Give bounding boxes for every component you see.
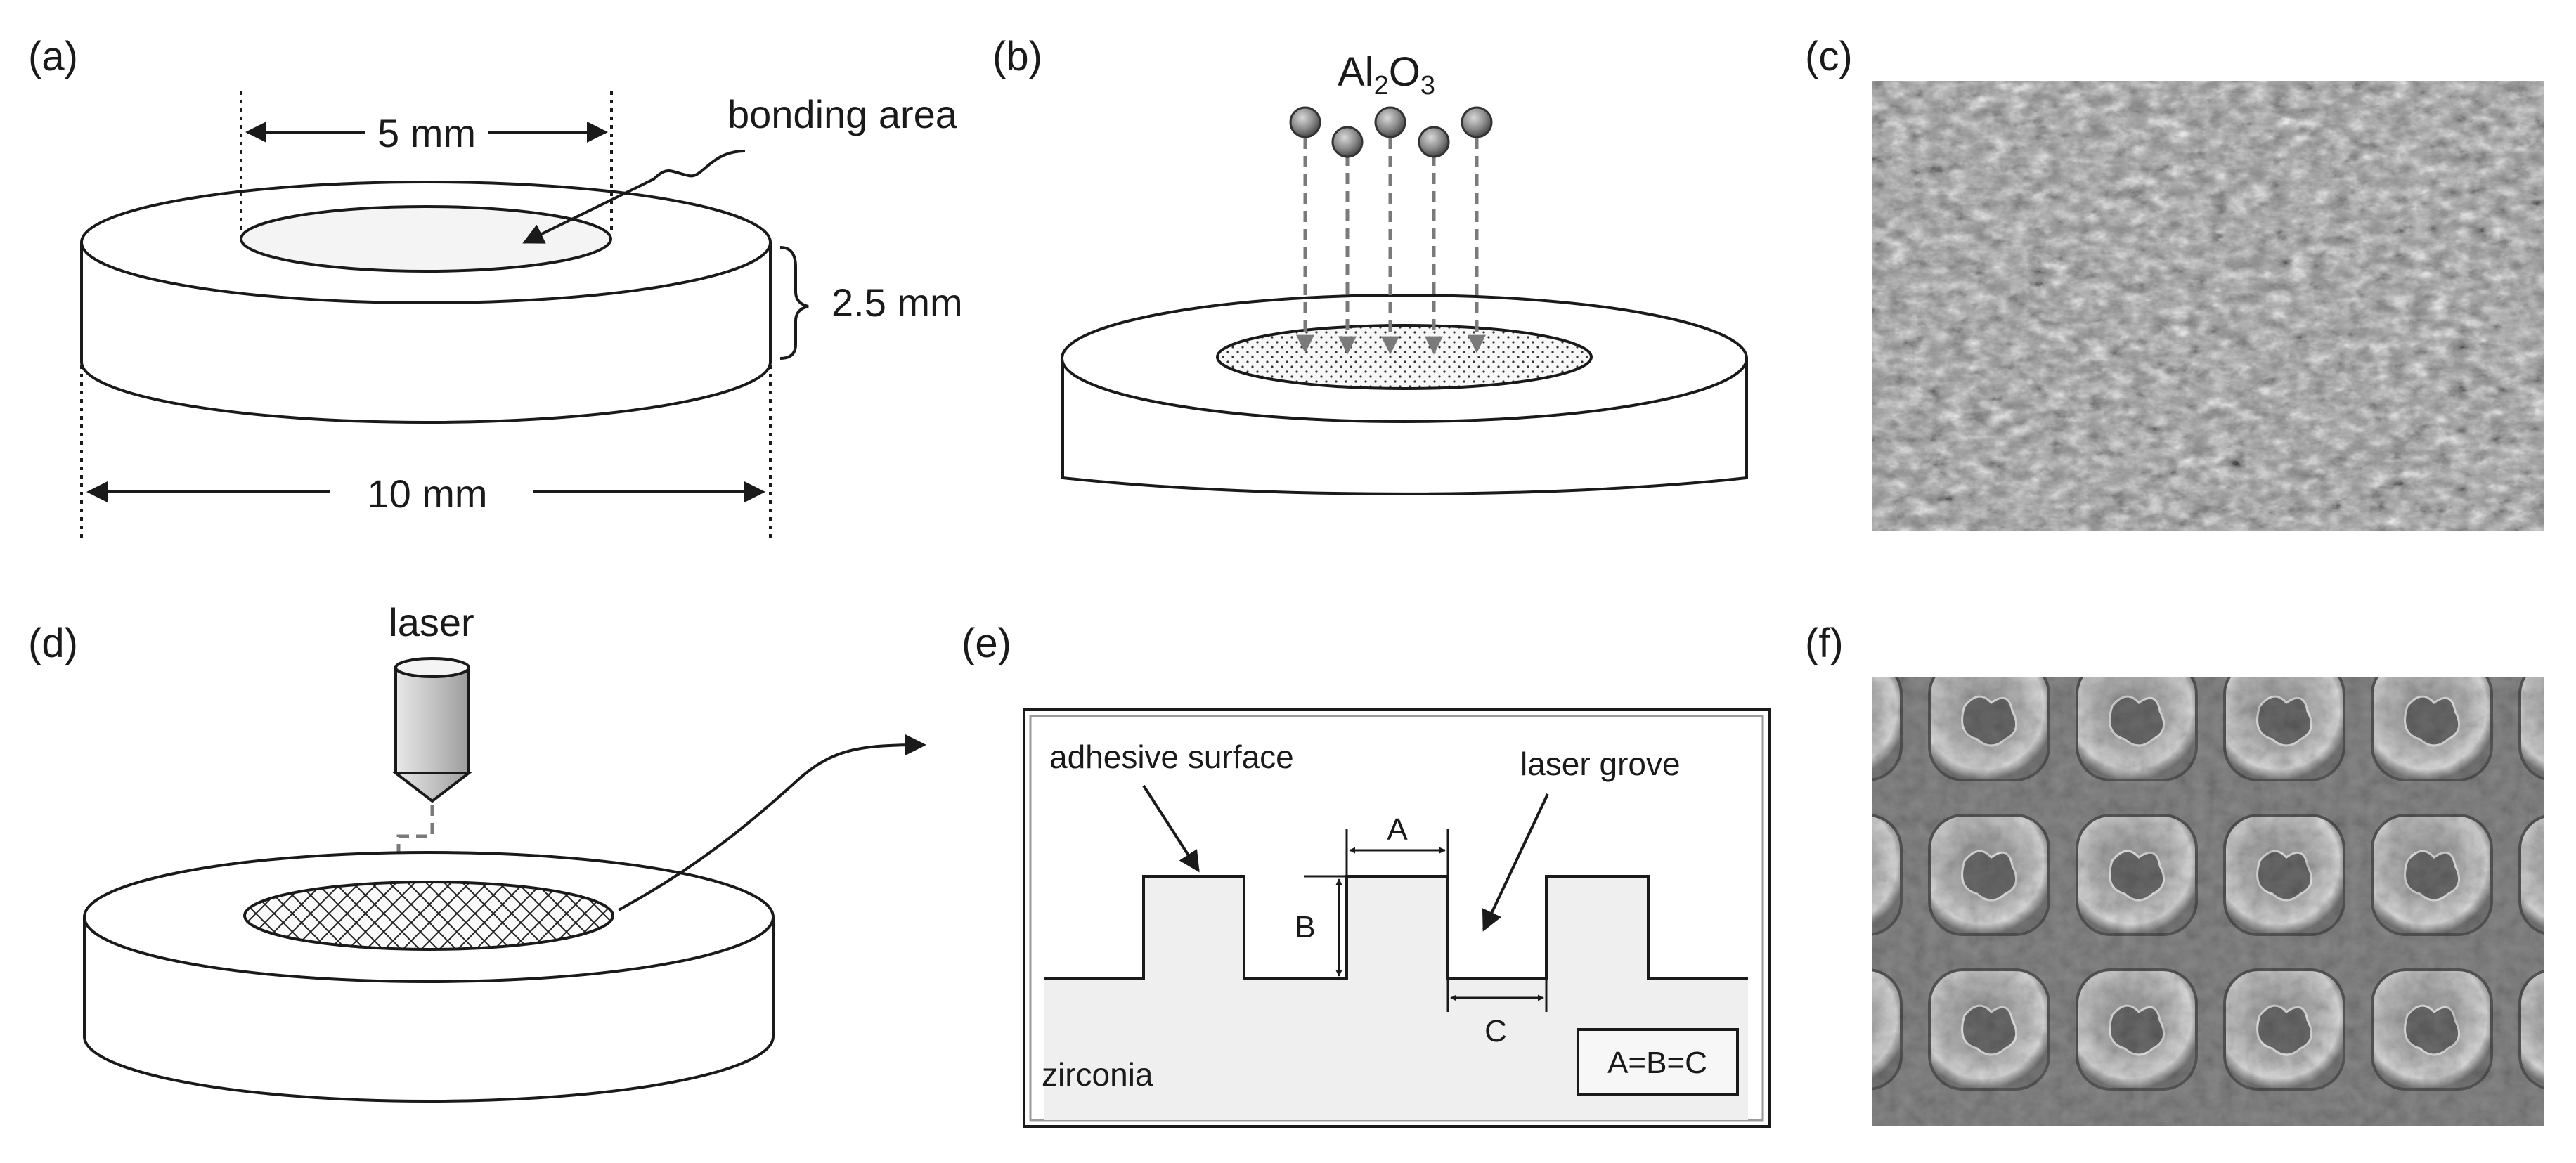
laser-nozzle-tip: [391, 772, 473, 803]
panel-e: (e) adhesive surface laser grove A B C z…: [962, 621, 1771, 1128]
equation-text: A=B=C: [1607, 1046, 1707, 1080]
adhesive-surface-leader: [1142, 784, 1200, 873]
sem-bump-crater: [1815, 696, 1869, 746]
laser-groove-leader: [1482, 793, 1549, 932]
panel-a-label: (a): [28, 34, 78, 79]
panel-a: (a) 5 mm bonding area 2.5 mm 10 mm: [28, 34, 963, 538]
panel-c: (c): [1805, 34, 2544, 531]
panel-d: (d) laser: [28, 600, 926, 1103]
laser-nozzle-body: [394, 666, 470, 774]
sem-bump-crater: [2553, 696, 2576, 746]
zirconia-label: zirconia: [1042, 1056, 1153, 1093]
sem-bump-crater: [1815, 851, 1869, 900]
bonding-area-ellipse: [240, 205, 612, 273]
sem-bump-crater: [2553, 851, 2576, 900]
equation-box: [1577, 1028, 1739, 1096]
al2o3-mid: O: [1389, 49, 1420, 95]
al2o3-sub1: 2: [1374, 71, 1389, 100]
al2o3-particle: [1331, 126, 1364, 158]
zirconia-profile: [1044, 876, 1748, 1120]
laser-textured-area: [243, 881, 614, 951]
dim-5mm-text: 5 mm: [377, 111, 476, 155]
sandblasted-area: [1216, 324, 1593, 390]
sem-bump-crater: [2553, 1006, 2576, 1055]
al2o3-sub2: 3: [1420, 71, 1435, 100]
dim-10mm-text: 10 mm: [367, 472, 487, 516]
al2o3-particle: [1289, 106, 1321, 138]
dim-a-text: A: [1387, 812, 1408, 847]
zirconia-profile-line: [1044, 875, 1748, 980]
dim-c-text: C: [1484, 1014, 1507, 1048]
al2o3-particle: [1418, 126, 1450, 158]
al2o3-label: Al2O3: [1338, 49, 1435, 100]
laser-nozzle-top: [394, 657, 470, 678]
dim-b-text: B: [1295, 910, 1315, 944]
bonding-area-leader: [522, 150, 746, 244]
laser-label: laser: [389, 600, 474, 644]
thickness-text: 2.5 mm: [831, 280, 963, 325]
panel-c-label: (c): [1805, 34, 1853, 79]
panel-b: (b) Al2O3: [992, 34, 1748, 495]
adhesive-surface-label: adhesive surface: [1049, 739, 1294, 775]
panel-f: (f): [1805, 621, 2576, 1126]
laser-groove-label: laser grove: [1520, 746, 1681, 782]
al2o3-base: Al: [1338, 49, 1374, 95]
sem-texture-sandblasted: [1872, 81, 2544, 531]
particle-stream: [1289, 106, 1493, 355]
panel-d-label: (d): [28, 621, 78, 666]
sem-bump-crater: [1815, 1006, 1869, 1055]
zoom-arrow: [618, 734, 926, 911]
thickness-brace: [779, 246, 809, 360]
al2o3-particle: [1374, 106, 1406, 138]
al2o3-particle: [1461, 106, 1493, 138]
sem-texture-laser: [1872, 677, 2544, 1126]
bonding-area-text: bonding area: [727, 92, 958, 136]
panel-b-label: (b): [992, 34, 1042, 79]
panel-e-label: (e): [962, 621, 1011, 666]
panel-f-label: (f): [1805, 621, 1844, 666]
